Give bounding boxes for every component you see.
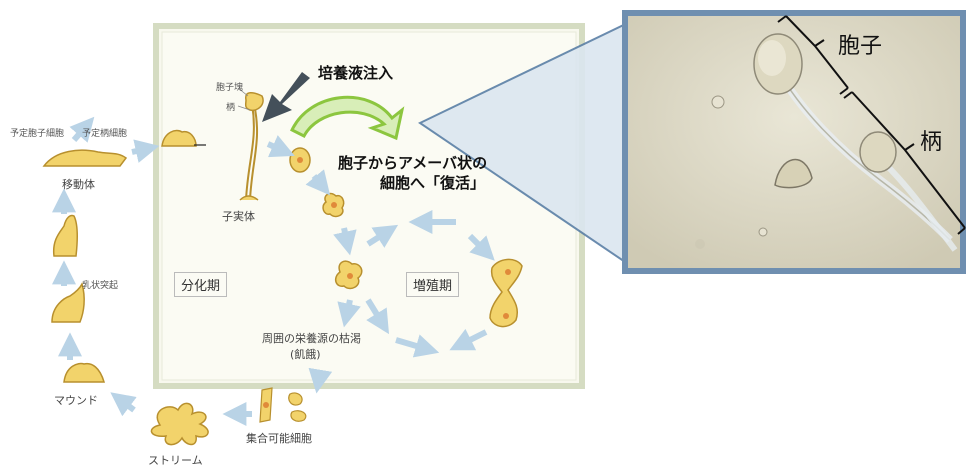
depletion-label-line1: 周囲の栄養源の枯渇: [262, 332, 361, 345]
fruiting-body-figure: [237, 87, 264, 201]
papilla-label: 乳状突起: [82, 281, 119, 291]
fruiting-body-label: 子実体: [222, 210, 255, 223]
revive-label-line1: 胞子からアメーバ状の: [338, 154, 488, 172]
revive-label-line2: 細胞へ「復活」: [380, 174, 486, 192]
culmination-figure: [161, 129, 197, 147]
mound-figure: [63, 362, 105, 383]
mound-label: マウンド: [54, 394, 98, 407]
cycle-arrows: [266, 135, 495, 394]
revival-arrow: [290, 95, 405, 141]
slug-figure: [42, 149, 128, 167]
prestalk-label: 予定柄細胞: [82, 129, 128, 139]
finger-figure: [52, 214, 79, 257]
spore-head-3: [774, 158, 813, 189]
prespore-label: 予定胞子細胞: [10, 129, 65, 139]
phase-growth: 増殖期: [406, 272, 460, 297]
amoeba-cells: [289, 147, 523, 328]
stalk-label-small: 柄: [226, 103, 236, 113]
spore-mass-label: 胞子塊: [216, 83, 244, 93]
photo-spore-label: 胞子: [838, 34, 883, 59]
slug-label: 移動体: [62, 178, 95, 191]
stream-label: ストリーム: [148, 454, 203, 467]
stream-figure: [150, 402, 209, 446]
spore-head-2: [859, 131, 897, 173]
papilla-figure: [51, 281, 85, 323]
outer-arrows: [52, 116, 252, 426]
injection-arrow: [262, 72, 310, 122]
depletion-label-line2: (飢餓): [290, 348, 321, 361]
inject-label: 培養液注入: [318, 64, 394, 82]
aggregation-cells: [259, 387, 307, 423]
photo-stalk-label: 柄: [920, 130, 943, 155]
micrograph-photo: [622, 10, 966, 274]
aggregation-label: 集合可能細胞: [246, 432, 312, 445]
phase-differentiation: 分化期: [174, 272, 228, 297]
